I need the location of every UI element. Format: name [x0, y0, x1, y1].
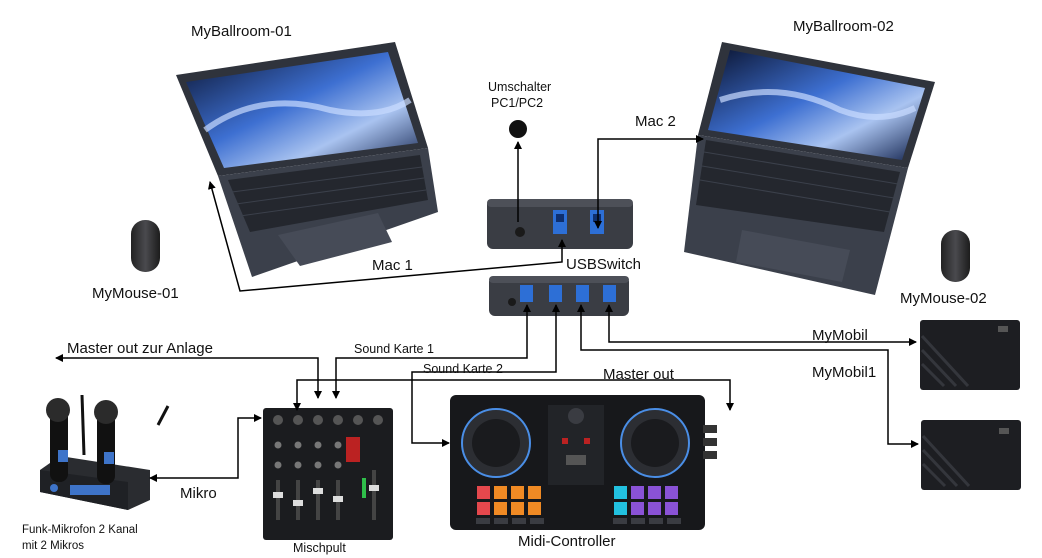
mymobil1-label: MyMobil1 — [812, 364, 877, 381]
usb-switch-label: USBSwitch — [566, 256, 642, 273]
mixer-label: Mischpult — [293, 541, 346, 555]
master-out-anlage-label: Master out zur Anlage — [67, 340, 213, 357]
midi-label: Midi-Controller — [518, 533, 616, 550]
sound-karte-2-label: Sound Karte 2 — [423, 362, 503, 376]
drive-mymobil1 — [921, 420, 1021, 490]
mouse-left-label: MyMouse-01 — [92, 285, 179, 302]
switch-button-knob — [509, 120, 527, 138]
mac2-label: Mac 2 — [635, 113, 676, 130]
mixer-device — [263, 408, 393, 540]
sound-karte-1-label: Sound Karte 1 — [354, 342, 434, 356]
mic-label-line1: Funk-Mikrofon 2 Kanal — [22, 524, 138, 536]
wire-master-out-anlage — [55, 354, 322, 399]
switch-button-label-line1: Umschalter — [488, 80, 552, 94]
wire-mymobil1 — [577, 304, 919, 448]
connection-wires — [55, 135, 919, 482]
mouse-right-label: MyMouse-02 — [900, 290, 987, 307]
wire-sound-karte-2 — [411, 304, 560, 447]
midi-controller-device — [450, 395, 717, 530]
laptop-right — [684, 42, 935, 295]
laptop-right-label: MyBallroom-02 — [793, 18, 894, 35]
wire-mac2 — [594, 135, 704, 229]
usb-switch-upper — [487, 199, 633, 249]
laptop-left — [176, 42, 438, 277]
mac1-label: Mac 1 — [372, 257, 413, 274]
mouse-right — [941, 230, 970, 282]
wireless-mic-receiver — [40, 394, 170, 510]
laptop-left-label: MyBallroom-01 — [191, 23, 292, 40]
performance-pads — [477, 486, 678, 515]
wire-mikro — [149, 414, 262, 482]
master-out-label: Master out — [603, 366, 674, 383]
usb-switch-lower — [489, 276, 629, 316]
drive-mymobil — [920, 320, 1020, 390]
mymobil-label: MyMobil — [812, 327, 868, 344]
wire-mymobil — [605, 304, 917, 346]
mikro-label: Mikro — [180, 485, 217, 502]
switch-button-label-line2: PC1/PC2 — [491, 96, 544, 110]
wire-mac1 — [208, 181, 566, 292]
mic-label-line2: mit 2 Mikros — [22, 540, 84, 552]
mouse-left — [131, 220, 160, 272]
